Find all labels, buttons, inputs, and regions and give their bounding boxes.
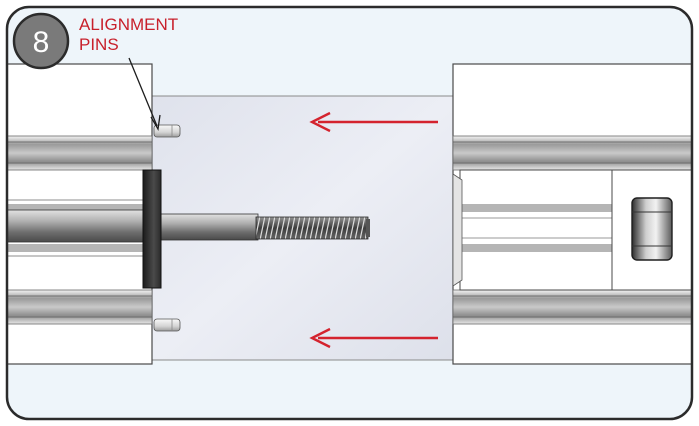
lock-nut — [631, 197, 673, 261]
step-badge: 8 — [12, 12, 70, 70]
direction-arrow-bottom — [309, 327, 438, 349]
callout-label-line1: ALIGNMENT — [79, 15, 178, 34]
callout-leader — [128, 57, 161, 131]
clamp-block — [142, 169, 162, 289]
direction-arrow-top — [309, 111, 438, 133]
threaded-rod — [7, 209, 370, 243]
callout-label-line2: PINS — [79, 35, 119, 54]
alignment-pin-bottom — [153, 318, 181, 332]
alignment-pin-top — [153, 124, 181, 138]
panel-frame — [5, 5, 694, 421]
step-number: 8 — [33, 26, 50, 59]
